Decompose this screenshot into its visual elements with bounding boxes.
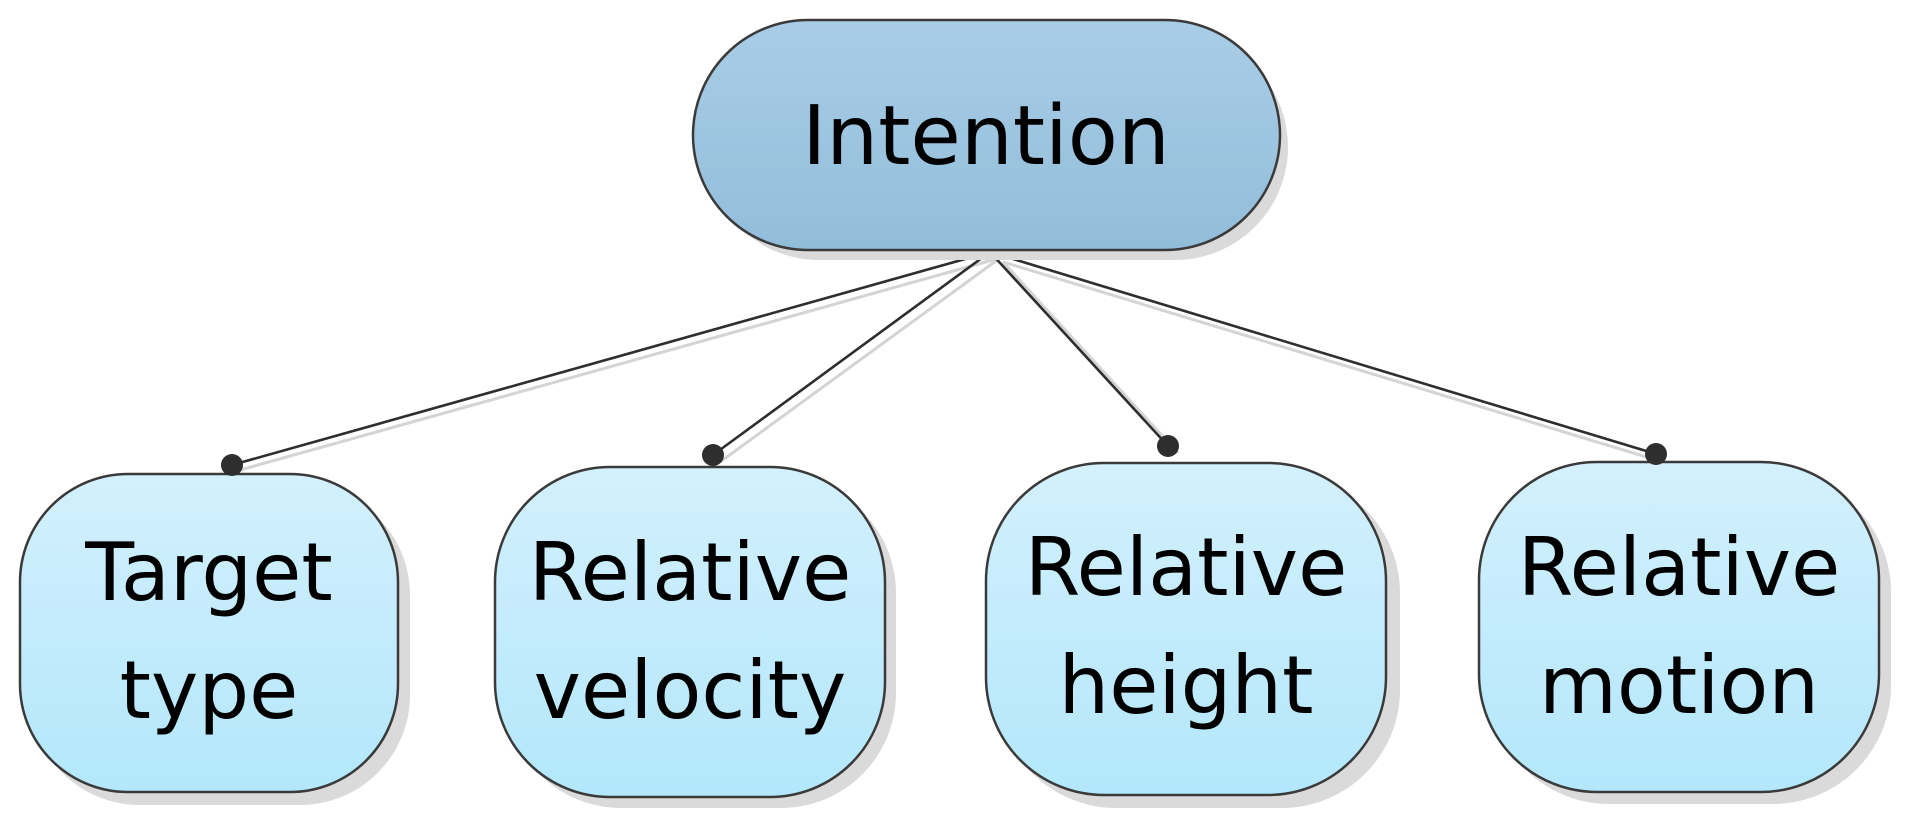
edge-shadow-relative-height — [1001, 260, 1180, 455]
child-node-shape — [18, 472, 400, 794]
child-node-label-line2: motion — [1539, 639, 1819, 732]
edge-intention-to-relative-motion — [989, 250, 1657, 456]
edge-shadow-target-type — [239, 256, 1001, 472]
child-node-label-line2: height — [1059, 639, 1314, 732]
child-node-relative-motion: Relative motion — [1477, 460, 1891, 804]
child-node-relative-velocity: Relative velocity — [493, 465, 896, 808]
child-node-target-type: Target type — [18, 472, 410, 805]
endpoint-dot-relative-velocity — [702, 444, 724, 466]
edge-intention-to-relative-height — [989, 251, 1169, 447]
edge-shadows — [239, 256, 1664, 472]
endpoint-dot-relative-motion — [1645, 443, 1667, 465]
child-node-label-line1: Relative — [529, 526, 852, 619]
root-node-shape — [691, 18, 1282, 252]
child-node-label-line1: Relative — [1518, 521, 1841, 614]
child-node-shape — [984, 461, 1388, 797]
edge-shadow-relative-velocity — [719, 256, 1001, 464]
child-node-label-line2: velocity — [534, 644, 847, 737]
endpoint-dot-target-type — [221, 454, 243, 476]
child-node-shape — [1477, 460, 1881, 794]
edge-intention-to-relative-velocity — [712, 250, 991, 457]
edge-intention-to-target-type — [231, 250, 991, 467]
edges — [231, 250, 1657, 467]
child-node-label-line1: Target — [84, 526, 333, 619]
child-node-relative-height: Relative height — [984, 461, 1400, 808]
edge-endpoints — [221, 435, 1667, 476]
child-node-label-line1: Relative — [1025, 521, 1348, 614]
root-node-intention: Intention — [691, 18, 1288, 260]
root-node-label: Intention — [802, 89, 1170, 184]
child-node-shape — [493, 465, 887, 799]
child-node-label-line2: type — [120, 644, 299, 737]
edge-shadow-relative-motion — [1002, 260, 1664, 464]
endpoint-dot-relative-height — [1157, 435, 1179, 457]
